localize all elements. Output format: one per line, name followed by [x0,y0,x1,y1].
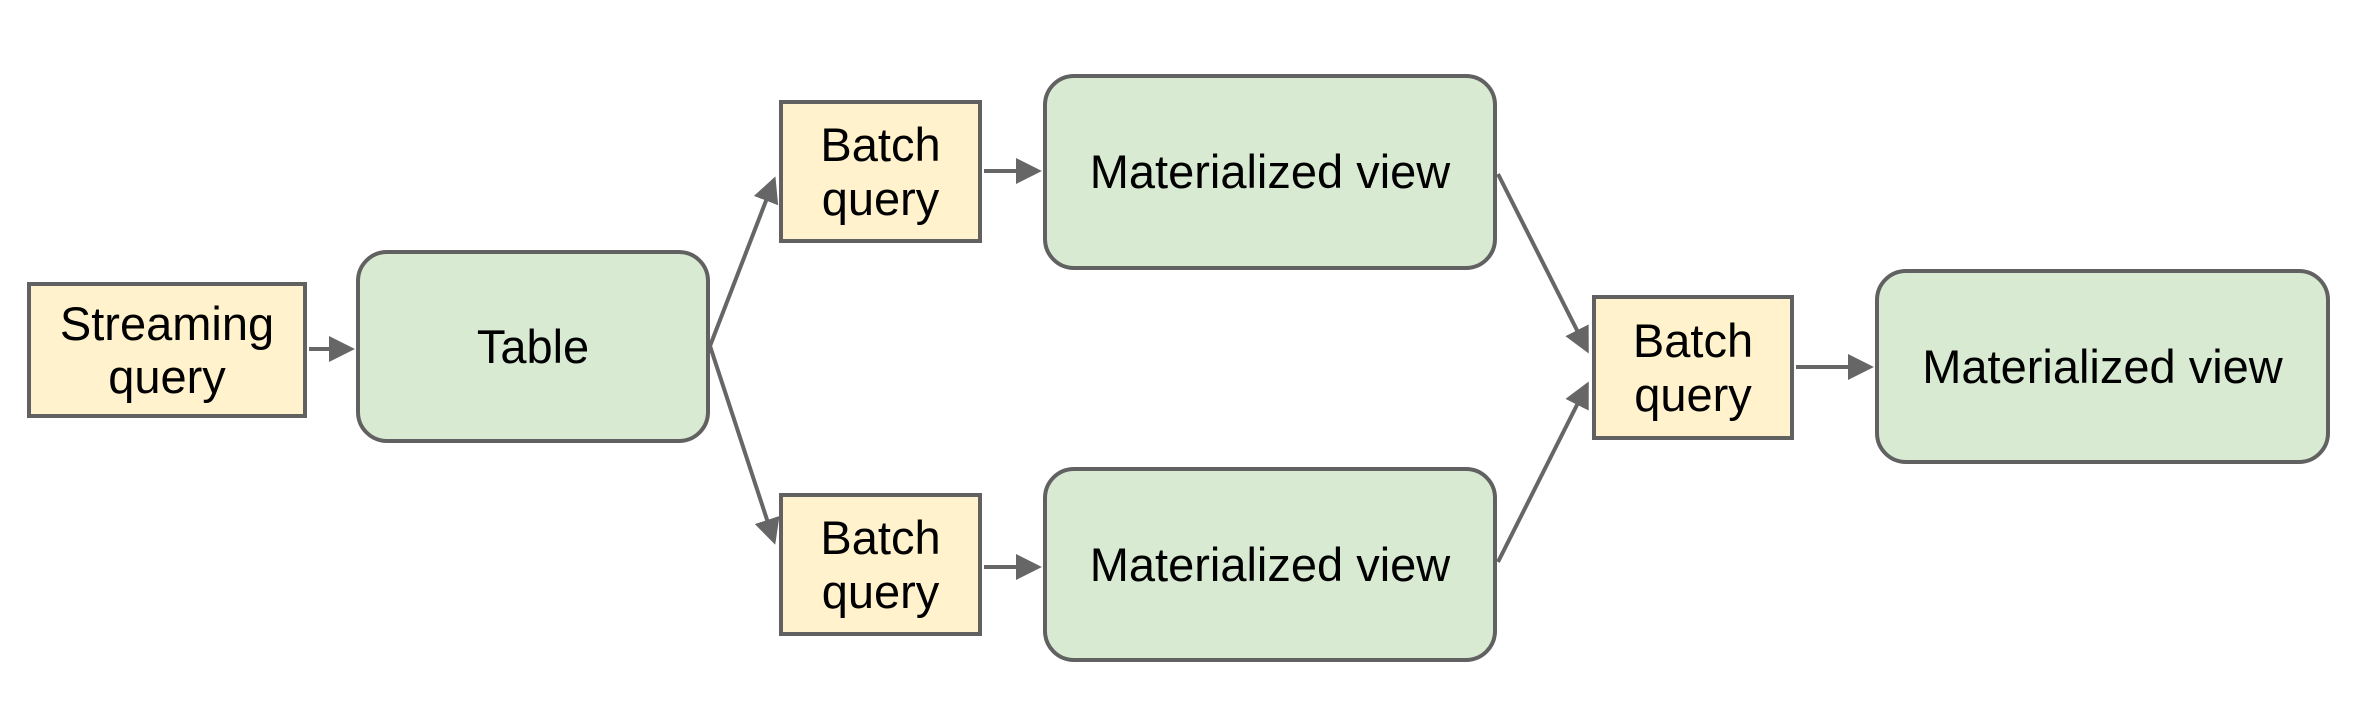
edge-table-to-batch-query-top [708,176,779,347]
node-table-label: Table [476,319,590,373]
edge-table-to-batch-query-bottom [708,345,780,545]
edge-materialized-view-top-to-batch-query-right [1496,173,1589,354]
node-batch-query-right-label: Batch query [1632,314,1754,421]
node-streaming-query-label: Streaming query [59,296,275,403]
edge-materialized-view-bottom-to-batch-query-right [1496,381,1589,563]
node-table: Table [356,250,710,443]
node-materialized-view-top-label: Materialized view [1089,145,1451,199]
node-streaming-query: Streaming query [27,282,307,418]
node-materialized-view-final-label: Materialized view [1922,339,2283,393]
node-materialized-view-bottom: Materialized view [1043,467,1497,662]
node-batch-query-bottom: Batch query [779,493,982,636]
node-batch-query-top-label: Batch query [820,118,941,225]
node-batch-query-top: Batch query [779,100,982,243]
node-batch-query-bottom-label: Batch query [820,511,941,618]
node-batch-query-right: Batch query [1592,295,1794,440]
node-materialized-view-bottom-label: Materialized view [1089,537,1451,591]
node-materialized-view-final: Materialized view [1875,269,2330,464]
node-materialized-view-top: Materialized view [1043,74,1497,270]
